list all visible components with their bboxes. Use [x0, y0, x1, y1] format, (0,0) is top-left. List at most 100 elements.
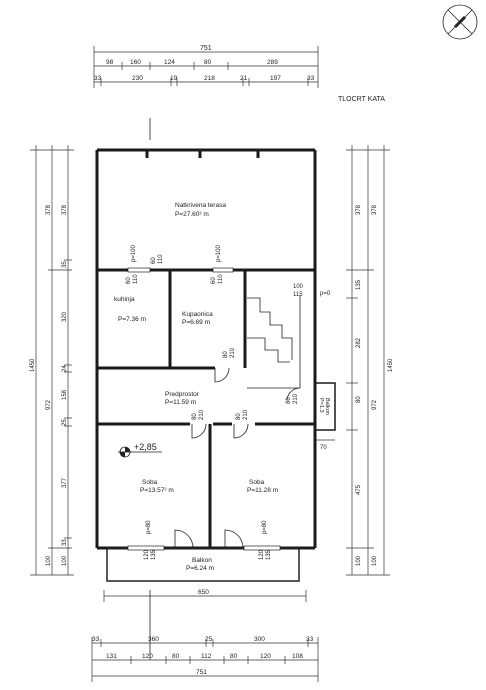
room-area-kupaonica: P=6.69 m [182, 319, 210, 326]
level-marker-icon [118, 446, 162, 458]
opening-label: 60 [211, 277, 217, 284]
room-name-soba-2: Soba [249, 479, 265, 486]
top-dimensions: 751 98 160 124 80 289 33 230 19 218 21 1… [93, 45, 319, 88]
dim-top-row2: 33 [307, 75, 315, 82]
dim-top-total: 751 [200, 45, 212, 52]
dim-right-detail: 135 [356, 279, 362, 290]
opening-label: p=0 [320, 291, 331, 297]
opening-label: p=100 [131, 244, 137, 262]
opening-label: 110 [158, 254, 164, 264]
dim-top-row1: 124 [164, 59, 175, 66]
dim-bottom-row2: 131 [106, 653, 117, 660]
dim-top-row2: 218 [204, 75, 215, 82]
room-name-soba-1: Soba [142, 479, 158, 486]
opening-label: 100 [293, 284, 304, 290]
dim-bottom-row2: 112 [201, 653, 212, 660]
dim-bottom-row1: 33 [92, 636, 100, 643]
dim-left-outer: 100 [46, 555, 52, 566]
dim-top-row2: 21 [240, 75, 248, 82]
dim-right-detail: 282 [356, 337, 362, 348]
dim-top-row1: 98 [106, 59, 114, 66]
opening-label: p=80 [262, 520, 268, 534]
dim-top-row2: 19 [170, 75, 178, 82]
opening-label: 210 [199, 409, 205, 420]
dim-top-row2: 33 [94, 75, 102, 82]
left-dimensions: 1450 972 378 100 378 35 320 24 158 25 37… [30, 145, 74, 576]
bottom-dimensions: 650 33 360 25 300 33 131 120 80 112 80 1… [91, 589, 319, 682]
opening-label: 210 [230, 347, 236, 358]
dim-left-detail: 35 [62, 261, 68, 268]
dim-bottom-row1: 33 [306, 636, 314, 643]
right-dimensions: 378 135 282 80 475 100 378 972 100 1450 … [315, 145, 394, 576]
dim-left-detail: 377 [62, 477, 68, 488]
opening-label: 120 [259, 549, 265, 560]
dim-below-plan: 650 [198, 589, 209, 596]
opening-label: 110 [133, 274, 139, 284]
opening-label: 115 [293, 292, 303, 298]
room-area-kuhinja: P=7.36 m [118, 316, 146, 323]
dim-left-total: 1450 [30, 358, 36, 372]
dim-bottom-total: 751 [196, 669, 207, 676]
room-area-balkon-small: P=1.3 [318, 398, 324, 413]
opening-label: 80 [286, 397, 292, 404]
opening-label: 80 [236, 413, 242, 420]
room-area-predprostor: P=11.59 m [165, 399, 196, 406]
dim-right-outer: 100 [372, 555, 378, 566]
opening-label: 110 [218, 274, 224, 284]
dim-bottom-row2: 120 [260, 653, 271, 660]
dim-right-detail: 100 [356, 555, 362, 566]
dim-top-row1: 160 [130, 59, 141, 66]
room-name-kuhinja: kuhinja [114, 296, 135, 303]
opening-label: 60 [126, 277, 132, 284]
level-mark-label: +2,85 [134, 442, 157, 452]
opening-label: 210 [293, 393, 299, 404]
room-name-balkon: Balkon [192, 557, 212, 564]
dim-left-outer: 378 [46, 204, 52, 215]
north-arrow-icon [442, 4, 478, 40]
opening-label: 80 [192, 413, 198, 420]
dim-left-mid: 972 [46, 399, 52, 410]
dim-top-row1: 80 [204, 59, 212, 66]
room-area-balkon: P=6.24 m [186, 565, 214, 572]
dim-bottom-row2: 80 [230, 653, 238, 660]
dim-top-row2: 230 [132, 75, 143, 82]
room-area-soba-2: P=11.28 m [247, 487, 278, 494]
dim-left-detail: 158 [62, 389, 68, 400]
opening-label: 210 [243, 409, 249, 420]
dim-right-detail: 378 [356, 204, 362, 215]
dim-top-row1: 289 [267, 59, 278, 66]
dim-right-total: 1450 [388, 358, 394, 372]
plan-walls [95, 118, 336, 660]
dim-right-mid: 972 [372, 399, 378, 410]
dim-bottom-row1: 360 [148, 636, 159, 643]
opening-label: 120 [144, 549, 150, 560]
room-name-terasa: Natkrivena terasa [175, 202, 226, 209]
dim-top-row2: 197 [270, 75, 281, 82]
opening-label: 135 [266, 549, 272, 560]
dim-bottom-row1: 300 [254, 636, 265, 643]
dim-left-detail: 100 [62, 555, 68, 566]
opening-label: 60 [151, 257, 157, 264]
dim-left-detail: 25 [62, 419, 68, 426]
dim-right-small: 70 [320, 445, 327, 451]
dim-right-outer: 378 [372, 204, 378, 215]
dim-right-detail: 475 [356, 484, 362, 495]
dim-right-detail: 80 [356, 396, 362, 403]
drawing-title: TLOCRT KATA [338, 96, 385, 103]
dim-bottom-row2: 120 [142, 653, 153, 660]
room-area-soba-1: P=13.57² m [140, 487, 174, 494]
dim-left-detail: 378 [62, 204, 68, 215]
room-name-predprostor: Predprostor [165, 391, 200, 398]
dim-left-detail: 24 [62, 365, 68, 372]
dim-bottom-row2: 108 [292, 653, 303, 660]
room-name-balkon-small: Balkon [324, 398, 330, 415]
opening-label: p=80 [146, 520, 152, 534]
opening-labels: p=100 p=100 p=0 p=80 p=80 60 110 60 110 … [126, 244, 331, 560]
dim-bottom-row1: 25 [205, 636, 213, 643]
dim-left-detail: 33 [62, 539, 68, 546]
dim-bottom-row2: 80 [172, 653, 180, 660]
opening-label: 135 [151, 549, 157, 560]
opening-label: p=100 [216, 244, 222, 262]
room-area-terasa: P=27.60² m [175, 211, 209, 218]
